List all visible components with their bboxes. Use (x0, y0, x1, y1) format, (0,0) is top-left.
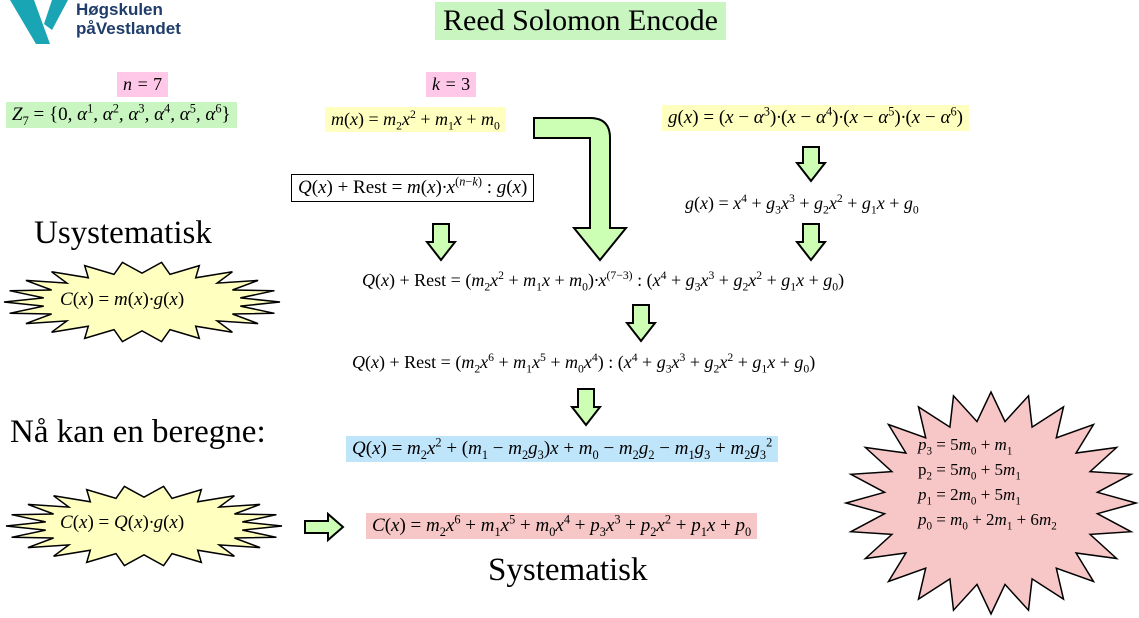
starburst-parity (843, 390, 1139, 616)
codeword-nonsystematic: C(x) = m(x)·g(x) (60, 289, 185, 310)
param-k: k = 3 (426, 72, 477, 97)
arrow-down-1 (794, 146, 828, 183)
page-title: Reed Solomon Encode (435, 2, 726, 40)
logo-mark-icon (10, 0, 68, 44)
arrow-m-to-substituted (533, 117, 629, 262)
param-n: n = 7 (117, 72, 169, 97)
division-expanded: Q(x) + Rest = (m2x6 + m1x5 + m0x4) : (x4… (352, 351, 816, 376)
arrow-down-5 (569, 388, 603, 427)
parity-p2: p2 = 5m0 + 5m1 (918, 460, 1021, 483)
label-naa-kan: Nå kan en beregne: (10, 414, 266, 450)
arrow-down-2 (794, 223, 828, 262)
logo-line1: Høgskulen (76, 0, 163, 19)
starburst-nonsystematic (3, 261, 281, 343)
division-definition: Q(x) + Rest = m(x)·x(n−k) : g(x) (291, 174, 535, 202)
parity-p0: p0 = m0 + 2m1 + 6m2 (918, 510, 1057, 533)
arrow-right (304, 511, 345, 543)
logo-line2: påVestlandet (76, 19, 181, 38)
parity-p1: p1 = 2m0 + 5m1 (918, 485, 1021, 508)
starburst-systematic (5, 485, 283, 567)
codeword-systematic-definition: C(x) = Q(x)·g(x) (60, 512, 185, 533)
z7-formula: Z7 = {0, α1, α2, α3, α4, α5, α6} (6, 102, 237, 128)
message-polynomial: m(x) = m2x2 + m1x + m0 (325, 107, 506, 132)
parity-p3: p3 = 5m0 + m1 (918, 435, 1013, 458)
label-usystematisk: Usystematisk (34, 215, 212, 251)
parity-equations: p3 = 5m0 + m1 p2 = 5m0 + 5m1 p1 = 2m0 + … (918, 432, 1057, 532)
codeword-systematic: C(x) = m2x6 + m1x5 + m0x4 + p3x3 + p2x2 … (366, 513, 758, 539)
arrow-down-3 (424, 223, 458, 262)
logo: Høgskulen påVestlandet (0, 0, 220, 44)
label-systematisk: Systematisk (488, 552, 648, 588)
generator-expanded: g(x) = x4 + g3x3 + g2x2 + g1x + g0 (685, 192, 919, 217)
quotient-result: Q(x) = m2x2 + (m1 − m2g3)x + m0 − m2g2 −… (346, 436, 779, 462)
division-substituted: Q(x) + Rest = (m2x2 + m1x + m0)·x(7−3) :… (362, 269, 845, 294)
arrow-down-4 (624, 304, 658, 343)
generator-factored: g(x) = (x − α3)·(x − α4)·(x − α5)·(x − α… (662, 105, 969, 131)
